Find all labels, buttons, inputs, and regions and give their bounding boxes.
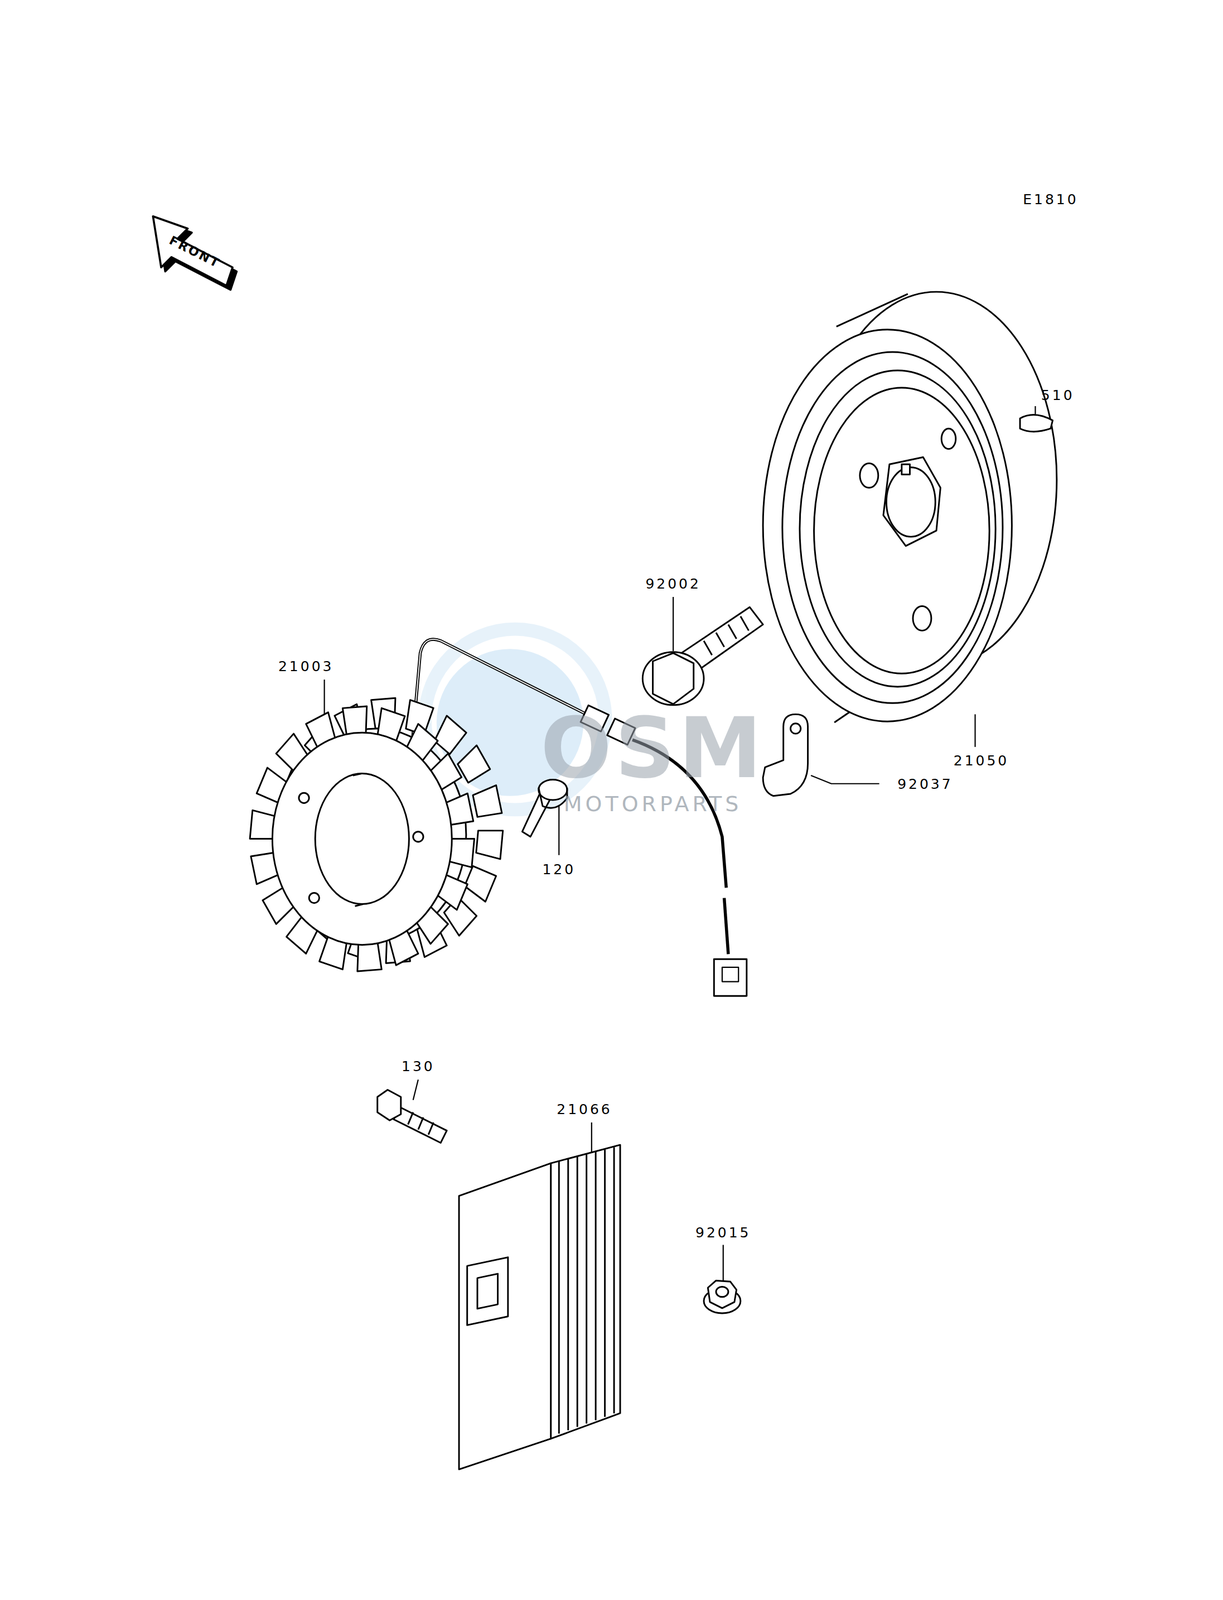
drawing-stroke [1034, 405, 1036, 415]
drawing-stroke [457, 745, 491, 783]
drawing-stroke [653, 653, 694, 704]
flywheel-rotor [762, 291, 1057, 723]
drawing-stroke [722, 967, 739, 982]
drawing-stroke [707, 1279, 737, 1308]
callout-number: 21003 [278, 659, 335, 674]
drawing-stroke [413, 831, 424, 842]
flange-bolt [642, 606, 763, 705]
drawing-stroke [476, 830, 504, 859]
drawing-stroke [249, 706, 475, 971]
callout-number: 21050 [953, 752, 1010, 767]
mounting-bolt [377, 1089, 447, 1143]
woodruff-key [1020, 414, 1053, 432]
drawing-stroke [859, 462, 879, 488]
drawing-stroke [458, 1162, 551, 1469]
drawing-stroke [1020, 414, 1053, 432]
drawing-stroke [941, 428, 956, 449]
callout-number: 92015 [695, 1225, 752, 1240]
drawing-stroke [703, 616, 749, 656]
drawing-stroke [810, 775, 880, 784]
regulator-rectifier [458, 1144, 621, 1469]
leader-lines [324, 405, 1036, 1280]
drawing-stroke [315, 772, 409, 904]
drawing-stroke [272, 732, 452, 945]
flange-nut [703, 1279, 741, 1313]
drawing-stroke [585, 1153, 588, 1424]
drawing-stroke [413, 1079, 419, 1100]
front-arrow [152, 216, 237, 290]
drawing-stroke [814, 387, 990, 674]
drawing-stroke [434, 715, 467, 754]
drawing-stroke [595, 1151, 597, 1420]
drawing-stroke [886, 467, 936, 537]
drawing-stroke [467, 1257, 509, 1326]
stator-lead [399, 639, 747, 996]
drawing-stroke [558, 1160, 560, 1433]
stator-coil [249, 697, 504, 971]
drawing-stroke [974, 713, 976, 747]
drawing-stroke [672, 596, 674, 651]
drawing-stroke [393, 1107, 447, 1143]
drawing-stroke [782, 351, 1003, 703]
callout-number: 92037 [897, 776, 954, 791]
drawing-stroke [912, 605, 932, 631]
drawing-stroke [799, 370, 996, 687]
callout-number: 92002 [645, 576, 702, 591]
drawing-stroke [472, 785, 502, 818]
drawing-stroke [713, 958, 747, 996]
lead-clamp [762, 713, 808, 796]
drawing-stroke [567, 1158, 569, 1430]
drawing-code: E1810 [1022, 191, 1079, 206]
drawing-stroke [298, 792, 309, 803]
callout-number: 21066 [556, 1101, 613, 1116]
drawing-stroke [550, 1144, 621, 1439]
drawing-stroke [464, 865, 497, 902]
drawing-stroke [762, 329, 1012, 722]
drawing-stroke [408, 1112, 434, 1135]
drawing-stroke [613, 1146, 616, 1413]
drawing-stroke [538, 787, 568, 808]
drawing-stroke [762, 713, 808, 796]
drawing-stroke [477, 1273, 499, 1309]
drawing-stroke [790, 723, 801, 734]
drawing-stroke [377, 1089, 401, 1120]
callout-number: 510 [1041, 387, 1075, 402]
watermark: OSM [540, 706, 766, 790]
callout-number: 130 [401, 1059, 435, 1073]
drawing-stroke [901, 463, 911, 475]
drawing-stroke [308, 892, 319, 903]
drawing-stroke [152, 216, 233, 286]
watermark: MOTORPARTS [563, 793, 743, 815]
drawing-stroke [722, 1244, 724, 1280]
drawing-stroke [353, 772, 364, 906]
drawing-stroke [558, 805, 560, 855]
drawing-stroke [642, 651, 704, 705]
callout-number: 120 [542, 862, 576, 877]
drawing-stroke [883, 456, 941, 546]
drawing-stroke [603, 1148, 606, 1416]
drawing-stroke [576, 1156, 579, 1427]
drawing-stroke [724, 897, 729, 955]
drawing-stroke [591, 1122, 593, 1153]
drawing-stroke [716, 1286, 729, 1297]
drawing-stroke [324, 679, 326, 714]
